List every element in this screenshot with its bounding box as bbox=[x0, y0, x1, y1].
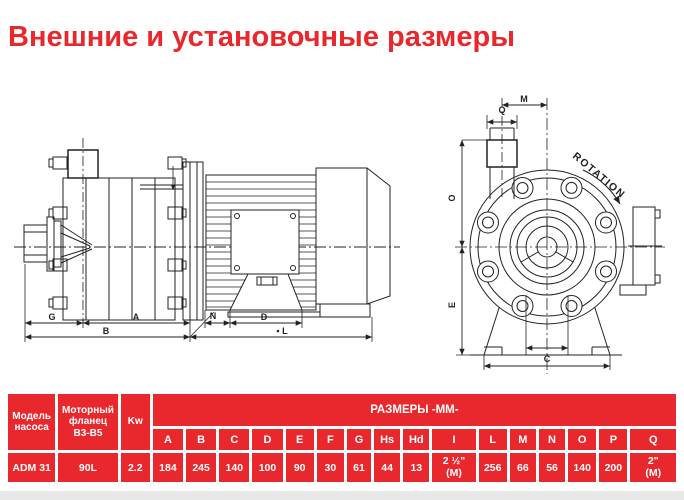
cell-hd: 13 bbox=[403, 453, 430, 482]
cell-i: 2 ½" (M) bbox=[432, 453, 476, 482]
cell-hs: 44 bbox=[374, 453, 401, 482]
pump-dimension-drawing: G A N D B ▪ L bbox=[14, 94, 665, 374]
dim-label-n: N bbox=[210, 311, 217, 321]
col-header-f: F bbox=[316, 429, 344, 450]
col-header-o: O bbox=[568, 429, 597, 450]
cell-p: 200 bbox=[599, 453, 628, 482]
dim-label-g: G bbox=[48, 312, 55, 322]
dimensions-table: Модель насоса Моторный фланец B3-B5 Kw Р… bbox=[5, 391, 679, 485]
col-header-c: C bbox=[219, 429, 250, 450]
cell-a: 184 bbox=[152, 453, 184, 482]
dim-label-a: A bbox=[133, 312, 140, 322]
page-title: Внешние и установочные размеры bbox=[8, 21, 515, 54]
col-header-q: Q bbox=[630, 429, 676, 450]
dim-label-q: Q bbox=[498, 105, 505, 115]
dim-label-c: C bbox=[544, 354, 551, 364]
cell-e: 90 bbox=[285, 453, 314, 482]
col-header-m: M bbox=[509, 429, 536, 450]
cell-m: 66 bbox=[509, 453, 536, 482]
bottom-gray-band bbox=[0, 491, 684, 500]
cell-q: 2" (M) bbox=[630, 453, 676, 482]
col-header-l: L bbox=[478, 429, 507, 450]
cell-l: 256 bbox=[478, 453, 507, 482]
col-header-d: D bbox=[252, 429, 283, 450]
col-header-g: G bbox=[346, 429, 372, 450]
dim-label-o: O bbox=[447, 194, 457, 201]
cell-b: 245 bbox=[186, 453, 217, 482]
dims-title: РАЗМЕРЫ -ММ- bbox=[152, 394, 676, 426]
col-header-hd: Hd bbox=[403, 429, 430, 450]
col-header-flange: Моторный фланец B3-B5 bbox=[58, 394, 118, 450]
dim-label-d: D bbox=[261, 312, 268, 322]
table-row: ADM 31 90L 2.2 184 245 140 100 90 30 61 … bbox=[8, 453, 676, 482]
cell-n: 56 bbox=[538, 453, 566, 482]
side-view: G A N D B ▪ L bbox=[14, 138, 400, 342]
cell-f: 30 bbox=[316, 453, 344, 482]
col-header-p: P bbox=[599, 429, 628, 450]
col-header-n: N bbox=[538, 429, 566, 450]
front-view: M Q O E C ROTATION bbox=[447, 94, 665, 374]
dim-label-e: E bbox=[447, 302, 457, 308]
dim-label-m: M bbox=[520, 94, 528, 104]
col-header-hs: Hs bbox=[374, 429, 401, 450]
col-header-i: I bbox=[432, 429, 476, 450]
cell-flange: 90L bbox=[58, 453, 118, 482]
dim-label-l: ▪ L bbox=[276, 326, 288, 336]
col-header-e: E bbox=[285, 429, 314, 450]
cell-o: 140 bbox=[568, 453, 597, 482]
cell-kw: 2.2 bbox=[120, 453, 150, 482]
col-header-kw: Kw bbox=[120, 394, 150, 450]
cell-d: 100 bbox=[252, 453, 283, 482]
technical-drawing: G A N D B ▪ L bbox=[0, 62, 684, 390]
col-header-a: A bbox=[152, 429, 184, 450]
cell-c: 140 bbox=[219, 453, 250, 482]
cell-model: ADM 31 bbox=[8, 453, 56, 482]
cell-g: 61 bbox=[346, 453, 372, 482]
col-header-model: Модель насоса bbox=[8, 394, 56, 450]
col-header-b: B bbox=[186, 429, 217, 450]
dim-label-b: B bbox=[103, 326, 110, 336]
